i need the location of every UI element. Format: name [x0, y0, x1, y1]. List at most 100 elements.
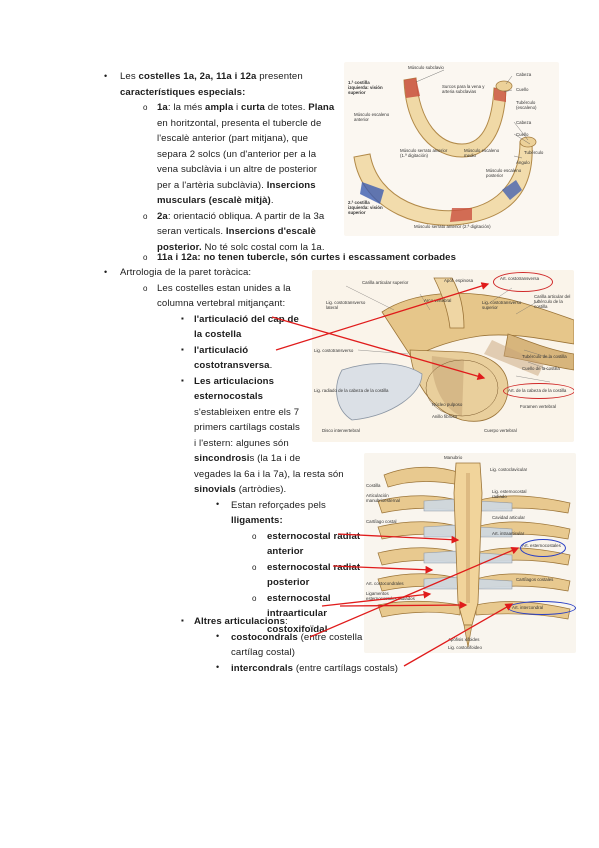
circle-rib-head-joint [503, 383, 574, 399]
fig3-label: Costilla [366, 483, 381, 488]
costotransverse-line1: l'articulació [194, 344, 249, 356]
costotransverse-line2: costotransversa. [194, 360, 273, 371]
ribs-illustration [353, 69, 537, 226]
fig2-label: Cuello de la costilla [522, 366, 560, 371]
rib1-line3: l'escalè anterior (part mitjana), que [157, 133, 309, 144]
fig3-label: Articulación manubrioesternal [366, 493, 400, 503]
bullet-square: ▪ [181, 345, 184, 354]
fig2-label: Lig. radiado de la cabeza de la costilla [314, 388, 389, 393]
fig1-label: Músculo escaleno posterior [486, 168, 522, 178]
bullet-disc: • [216, 662, 220, 672]
fig1-label: Músculo serrato anterior (2.ª digitación… [414, 224, 491, 229]
fig1-label: Cabeza [516, 72, 532, 77]
sternocostal-line7: vegades la 6a i la 7a), la resta són [194, 468, 344, 480]
rib1-line6: per a l'artèria subclàvia). Insercions [157, 179, 316, 191]
fig2-label: Arco vertebral [424, 298, 452, 303]
fig2-label: Apóf. espinosa [444, 278, 474, 283]
fig3-label: Cartílagos costales [516, 577, 554, 582]
fig2-label: Lig. costotransverso [314, 348, 354, 353]
sternocostal-line1: Les articulacions [194, 375, 275, 387]
fig3-label: Lig. costoclavicular [490, 467, 528, 472]
fig2-label: Cuerpo vertebral [484, 428, 517, 433]
fig1-label: Músculo escaleno anterior [354, 112, 390, 122]
costochondral-line1: costocondrals (entre costella i [231, 631, 368, 643]
bullet-disc: • [104, 71, 108, 81]
rib1-line2: en horitzontal, presenta el tubercle de [157, 117, 322, 129]
bullet-square: ▪ [181, 616, 184, 625]
rib1-line7: musculars (escalè mitjà). [157, 195, 274, 206]
sternocostal-line6: sincondrosis (la 1a i de [194, 453, 301, 464]
fig1-label: Músculo subclavio [408, 65, 444, 70]
fig2-label: Tubérculo de la costilla [522, 354, 567, 359]
sternocostal-line5: i l'estern: algunes són [194, 437, 289, 449]
fig1-label: Cuello [516, 87, 529, 92]
rib1-line4: separa 2 solcs (un d'anterior per a la [157, 148, 317, 160]
fig3-label: Ligamentos esternocostales radiados [366, 591, 415, 601]
fig1-label: Cabeza [516, 120, 532, 125]
rib2-line2: seran verticals. Insercions d'escalè [157, 226, 316, 237]
figure-costovertebral-joints: Carilla articular superior Apóf. espinos… [312, 270, 574, 442]
fig1-label: Tubérculo (escaleno) [516, 100, 537, 110]
fig2-label: Carilla articular del tubérculo de la co… [534, 294, 571, 309]
fig2-label: Foramen vertebral [520, 404, 556, 409]
bullet-circle: o [143, 211, 148, 221]
fig3-label: Cartílago costal [366, 519, 397, 524]
circle-costotransverse [493, 272, 553, 292]
bullet-circle: o [143, 253, 148, 262]
fig3-label: Cavidad articular [492, 515, 525, 520]
joints-intro-line2: columna vertebral mitjançant: [157, 298, 286, 309]
bullet-circle: o [252, 531, 257, 541]
rib2-line1: 2a: orientació obliqua. A partir de la 3… [157, 210, 325, 222]
fig1-label: Músculo serrato anterior (1.ª digitación… [400, 148, 448, 158]
circle-intercondral-joints [508, 601, 576, 615]
fig2-label: Núcleo pulposo [432, 402, 463, 407]
lig-radiate-anterior-line2: anterior [267, 546, 304, 557]
bullet-disc: • [216, 631, 220, 641]
fig1-label: Músculo escaleno medio [464, 148, 500, 158]
sternocostal-line4: primers cartílags costals [194, 422, 300, 433]
joints-intro-line1: Les costelles estan unides a la [157, 282, 291, 294]
figure-ribs-superior-view: Músculo subclavio 1.ª costilla izquierda… [344, 62, 559, 236]
head-joint-line1: l'articulació del cap de [194, 313, 299, 325]
head-joint-line2: la costella [194, 329, 242, 340]
sternocostal-line2: esternocostals [194, 391, 264, 402]
rib11-12-line: 11a i 12a: no tenen tubercle, són curtes… [157, 252, 457, 263]
ligaments-intro-line1: Estan reforçades pels [231, 499, 326, 511]
rib2-line3: posterior. No té solc costal com la 1a. [157, 241, 325, 253]
fig2-label: Anillo fibroso [432, 414, 458, 419]
fig2-label: Carilla articular superior [362, 280, 409, 285]
fig3-label: Art. costocondrales [366, 581, 404, 586]
fig1-label: Ángulo [516, 160, 530, 165]
costochondral-line2: cartílag costal) [231, 647, 295, 658]
lig-costoxiphoid-line3: costoxifoïdal [267, 623, 328, 635]
fig3-label: Lig. esternocostal radiado [492, 489, 527, 499]
lig-intraarticular-line1: esternocostal [267, 592, 331, 604]
bullet-square: ▪ [181, 376, 184, 385]
fig3-label: Apófisis xifoides [448, 637, 480, 642]
fig2-label: Disco intervertebral [322, 428, 360, 433]
fig3-label: Art. intraarticular [492, 531, 525, 536]
circle-sternocostal-joints [520, 539, 566, 557]
fig1-label: Cuello [516, 132, 529, 137]
arthrology-heading: Artrologia de la paret toràcica: [120, 267, 252, 278]
rib1-line5: vena subclàvia i un altre de posterior [157, 164, 318, 175]
fig3-label: Manubrio [444, 455, 463, 460]
rib1-line1: 1a: la més ampla i curta de totes. Plana [157, 102, 335, 113]
bullet-circle: o [252, 562, 257, 572]
lig-radiate-posterior-line2: posterior [267, 577, 310, 588]
fig1-label: 2.ª costilla izquierda: visión superior [348, 200, 383, 215]
bullet-circle: o [252, 593, 257, 603]
sternocostal-line3: s'estableixen entre els 7 [194, 406, 300, 418]
fig1-label: 1.ª costilla izquierda: visión superior [348, 80, 383, 95]
fig1-label: Surcos para la vena y arteria subclavias [442, 84, 485, 94]
ligaments-intro-line2: lligaments: [231, 515, 283, 526]
bullet-circle: o [143, 283, 148, 293]
other-joints-heading: Altres articulacions: [194, 615, 288, 627]
ribs-special-intro-line2: característiques especials: [120, 86, 246, 98]
fig2-label: Lig. costotransverso superior [482, 300, 522, 310]
lig-radiate-posterior-line1: esternocostal radiat [267, 561, 361, 573]
fig2-label: Lig. costotransverso lateral [326, 300, 366, 310]
lig-radiate-anterior-line1: esternocostal radiat [267, 530, 361, 542]
figure-sternocostal-joints: Manubrio Costilla Lig. costoclavicular A… [364, 453, 576, 653]
lig-intraarticular-line2: intraarticular [267, 608, 328, 619]
